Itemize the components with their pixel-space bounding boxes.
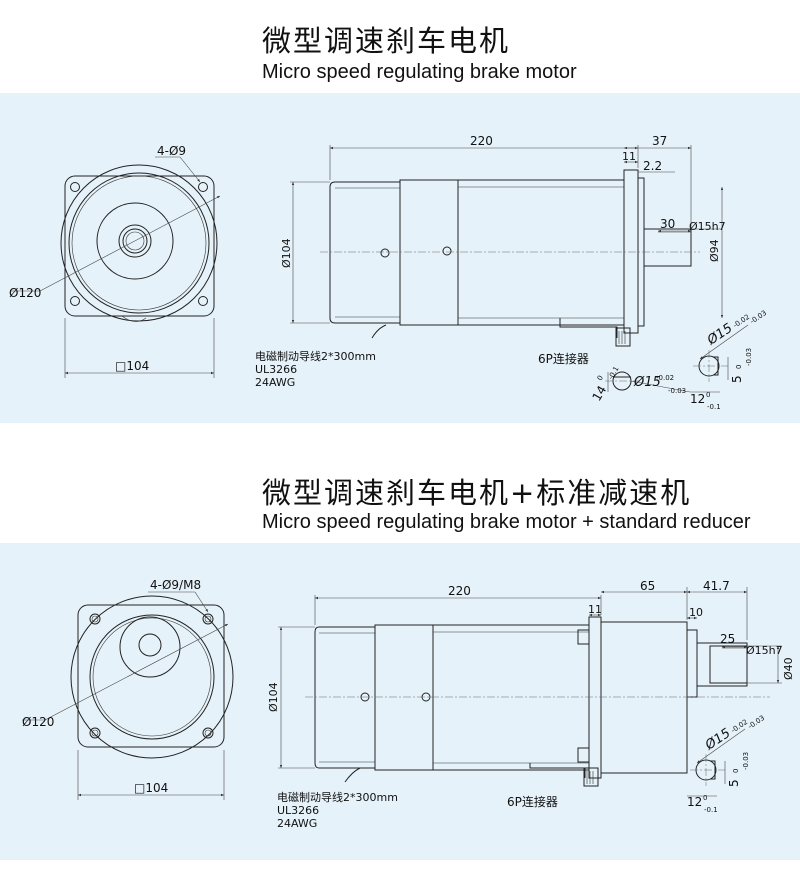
section1-wire-label: 电磁制动导线2*300mm: [255, 349, 376, 363]
section2-side-view: [278, 587, 782, 787]
section2-connector-label: 6P连接器: [507, 794, 558, 809]
section1-key-12-tol2: -0.1: [707, 403, 721, 411]
section1-title-cn: 微型调速刹车电机: [262, 24, 511, 58]
section1-d11-label: 11: [622, 150, 636, 163]
section1-key-dia-tol: -0.02: [732, 313, 751, 330]
section2-key-dia-tol: -0.02: [730, 718, 749, 735]
section1-wire-ul: UL3266: [255, 363, 297, 376]
section1-key-5-tol: 0: [735, 365, 743, 369]
section1-key-12-label: 12: [690, 392, 705, 406]
section2-front-view: [22, 591, 234, 800]
section1-key-5-tol2: -0.03: [745, 348, 753, 366]
section1-body-dia-label: Ø104: [280, 238, 293, 268]
section1-side-view: [290, 145, 724, 347]
section2-length-label: 220: [448, 584, 471, 598]
section2-pcd-label: Ø120: [22, 715, 54, 729]
section2-title-en: Micro speed regulating brake motor + sta…: [262, 511, 751, 533]
section1-key-5-label: 5: [730, 375, 744, 383]
section2-square-label: □104: [134, 781, 168, 795]
section1-square-label: □104: [115, 359, 149, 373]
section2-key-5-label: 5: [727, 779, 741, 787]
section2-holes-label: 4-Ø9/M8: [150, 578, 201, 592]
section2-body-dia-label: Ø104: [267, 682, 280, 712]
section2-key-12-label: 12: [687, 795, 702, 809]
section2-key-12-tol2: -0.1: [704, 806, 718, 814]
section2-pilot-dia-label: Ø40: [782, 657, 795, 680]
section1-pcd-label: Ø120: [9, 286, 41, 300]
section2-shaft-details: [687, 728, 746, 797]
section1-key-dia-tol2: -0.03: [749, 309, 768, 326]
section2-wire-awg: 24AWG: [277, 817, 317, 830]
section1-length-label: 220: [470, 134, 493, 148]
section1-shaft-len-label: 30: [660, 217, 675, 231]
section2-gear-len-label: 65: [640, 579, 655, 593]
section2-title-cn: 微型调速刹车电机+标准减速机: [262, 476, 692, 510]
section1-flat-14-label: 14: [589, 383, 609, 403]
section1-shaft-details: [605, 324, 749, 393]
section2-wire-ul: UL3266: [277, 804, 319, 817]
section1-wire-awg: 24AWG: [255, 376, 295, 389]
section2-key-dia-label: Ø15: [702, 726, 733, 754]
section1-flat-dia-tol: -0.02: [656, 374, 674, 382]
section2-key-12-tol: 0: [703, 794, 707, 802]
section1-flange-label: 37: [652, 134, 667, 148]
section1-title-en: Micro speed regulating brake motor: [262, 61, 577, 83]
section2-key-dia-tol2: -0.03: [747, 714, 766, 731]
section1-d22-label: 2.2: [643, 159, 662, 173]
section1-flat-14-tol: 0: [596, 374, 605, 382]
section2-d10-label: 10: [689, 606, 703, 619]
section2-wire-label: 电磁制动导线2*300mm: [277, 790, 398, 804]
section1-key-12-tol: 0: [706, 391, 710, 399]
section1-front-view: [10, 156, 221, 378]
section2-drawing-panel: [0, 543, 800, 860]
section1-holes-label: 4-Ø9: [157, 144, 186, 158]
section2-key-5-tol: 0: [732, 769, 740, 773]
section2-key-5-tol2: -0.03: [742, 752, 750, 770]
section1-connector-label: 6P连接器: [538, 351, 589, 366]
section2-shaft-dia-label: Ø15h7: [746, 644, 783, 657]
section2-d11-label: 11: [588, 603, 602, 616]
section1-shaft-dia-label: Ø15h7: [689, 220, 726, 233]
section2-shaft-total-label: 41.7: [703, 579, 730, 593]
section1-pilot-dia-label: Ø94: [708, 239, 721, 262]
section2-shaft-len-label: 25: [720, 632, 735, 646]
section1-flat-dia-tol2: -0.03: [668, 387, 686, 395]
section1-flat-dia-label: Ø15: [633, 375, 661, 390]
